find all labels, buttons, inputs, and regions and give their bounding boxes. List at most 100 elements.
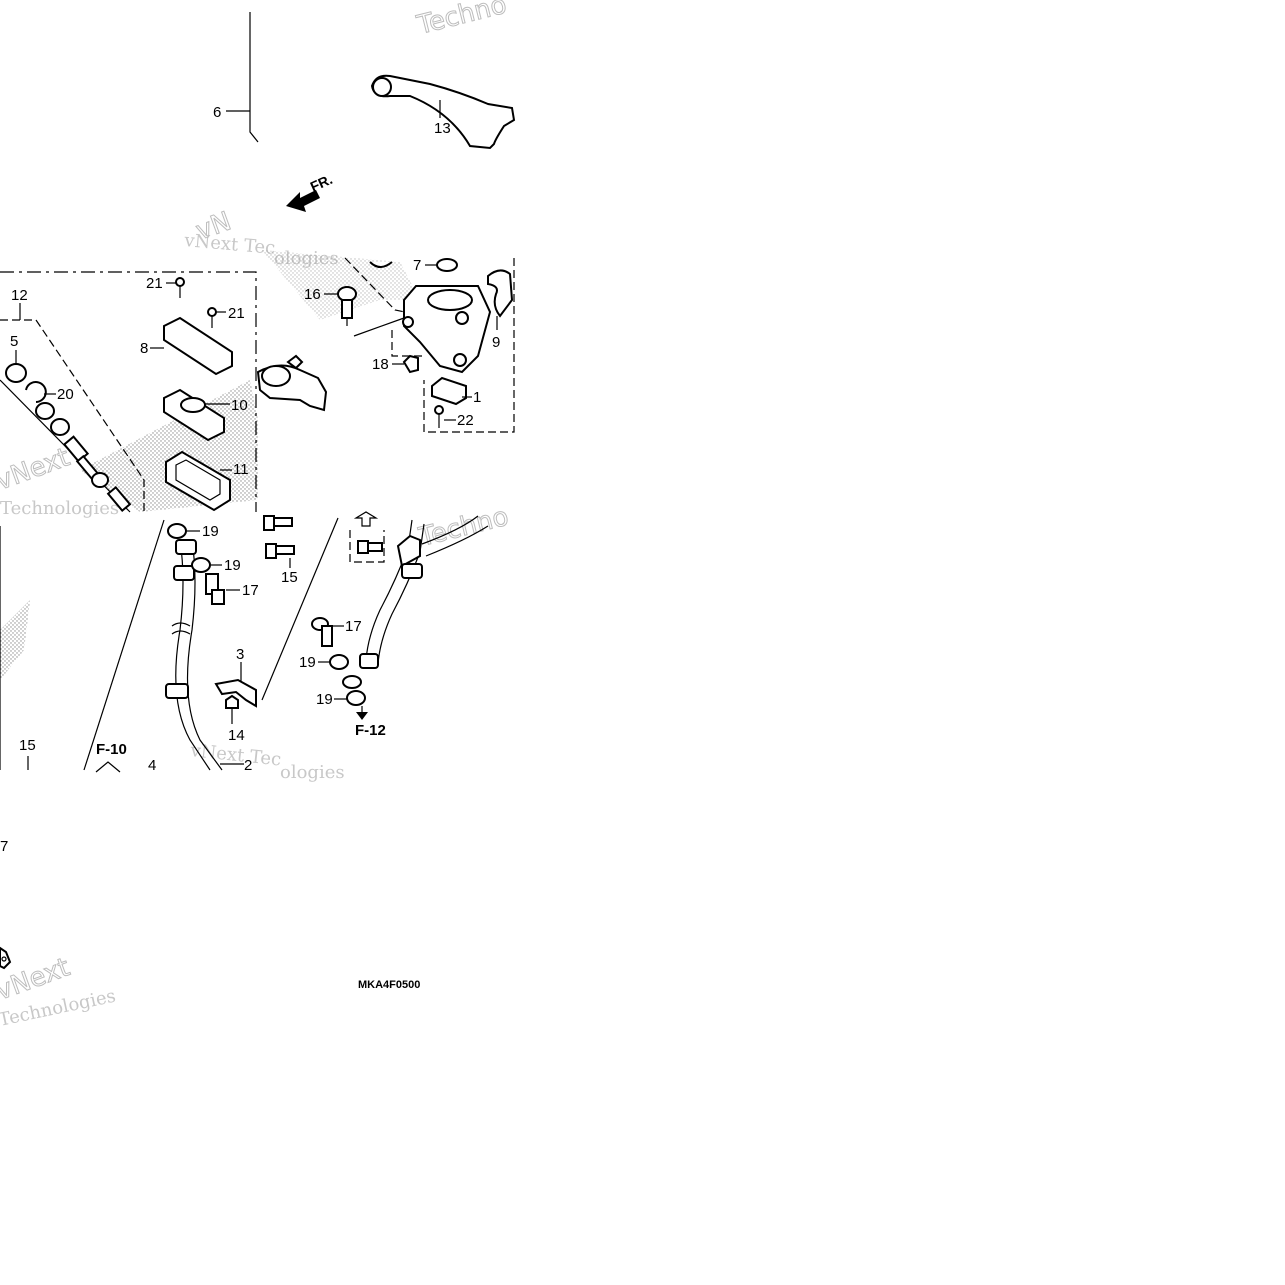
label-18: 18	[372, 356, 389, 373]
oil-bolt-17	[205, 573, 225, 605]
label-9: 9	[492, 334, 500, 351]
hose-bracket	[396, 534, 421, 568]
switch-group-box	[423, 258, 515, 433]
watermark-layer: Techno vNext Tec ologies Techno vNext Te…	[0, 0, 512, 1031]
watermark: vNext Tec	[188, 740, 282, 771]
screw-21a	[175, 277, 185, 298]
hose-fitting	[165, 683, 189, 699]
label-13: 13	[434, 120, 451, 137]
master-cylinder-body	[403, 285, 492, 374]
ref-f10: F-10	[96, 741, 127, 758]
ref-f12: F-12	[355, 722, 386, 739]
partial-part	[0, 946, 12, 970]
label-15b: 15	[19, 737, 36, 754]
label-14: 14	[228, 727, 245, 744]
brake-lever	[370, 74, 516, 150]
watermark: Techno	[413, 0, 509, 41]
bolt-hole	[455, 311, 469, 325]
reservoir-group-box	[0, 271, 257, 512]
shading	[0, 600, 30, 680]
hose-fitting	[401, 563, 423, 579]
washer	[35, 402, 55, 420]
nub	[286, 354, 304, 370]
watermark: vNext	[0, 442, 74, 496]
label-2: 2	[244, 757, 252, 774]
mount-hole	[453, 353, 467, 367]
brake-hose-right-upper-edge	[425, 525, 489, 557]
cup	[91, 472, 109, 488]
label-19d: 19	[316, 691, 333, 708]
bracket-line-6	[249, 12, 259, 143]
label-8: 8	[140, 340, 148, 357]
sealing-washer	[346, 690, 366, 706]
label-16: 16	[304, 286, 321, 303]
diaphragm-plate	[163, 388, 225, 442]
reservoir-top	[261, 365, 291, 387]
hose-fitting	[175, 539, 197, 555]
svg-text:FR.: FR.	[308, 171, 335, 195]
cylinder-port	[427, 289, 473, 311]
label-19b: 19	[224, 557, 241, 574]
reservoir-cap	[163, 316, 233, 376]
label-21a: 21	[146, 275, 163, 292]
spring-end	[106, 485, 132, 513]
plate-hole	[180, 397, 206, 413]
lever-pivot	[372, 77, 392, 97]
ref-arrow	[356, 712, 368, 720]
label-19c: 19	[299, 654, 316, 671]
diagram-code: MKA4F0500	[358, 979, 420, 991]
guide-dash	[344, 257, 406, 313]
label-7: 7	[413, 257, 421, 274]
label-12: 12	[11, 287, 28, 304]
oil-bolt-17b	[311, 617, 333, 647]
sealing-washer	[167, 523, 187, 539]
label-15a: 15	[281, 569, 298, 586]
hose-break	[171, 622, 191, 627]
sealing-washer	[329, 654, 349, 670]
label-10: 10	[231, 397, 248, 414]
hose-bound-line	[83, 519, 165, 771]
label-21b: 21	[228, 305, 245, 322]
label-11: 11	[233, 461, 249, 478]
hose-clamp	[214, 678, 257, 708]
bolt-box	[349, 530, 385, 563]
label-7b: 7	[0, 838, 8, 855]
screw-21b	[207, 307, 217, 328]
holder	[487, 269, 514, 318]
bolt-15	[265, 543, 295, 559]
partial-part-hole	[1, 956, 7, 962]
watermark: ologies	[280, 762, 345, 783]
label-1: 1	[473, 389, 481, 406]
watermark: Technologies	[0, 498, 119, 519]
bracket-dash	[391, 330, 424, 357]
bolt-14	[225, 694, 239, 724]
label-17b: 17	[345, 618, 362, 635]
mount-hole	[402, 316, 414, 328]
label-4: 4	[148, 757, 156, 774]
hose-end	[342, 675, 362, 689]
hose-fitting	[173, 565, 195, 581]
up-arrow	[353, 511, 379, 527]
label-6: 6	[213, 104, 221, 121]
circlip	[25, 381, 47, 403]
boot	[5, 363, 27, 383]
brake-hose-right-upper	[421, 515, 479, 545]
label-22: 22	[457, 412, 474, 429]
label-3: 3	[236, 646, 244, 663]
label-5: 5	[10, 333, 18, 350]
piston-group-box	[0, 319, 145, 512]
hose-break	[171, 630, 191, 635]
bolt-15	[263, 515, 293, 531]
hose-bound-line	[261, 517, 339, 701]
piston-cup	[50, 418, 70, 436]
screw-22	[434, 405, 444, 428]
ref-arrow	[95, 761, 121, 773]
nut-18	[402, 354, 419, 374]
screw-7	[436, 258, 458, 272]
label-17a: 17	[242, 582, 259, 599]
label-19a: 19	[202, 523, 219, 540]
label-20: 20	[57, 386, 74, 403]
sealing-washer	[191, 557, 211, 573]
diaphragm	[165, 450, 231, 512]
